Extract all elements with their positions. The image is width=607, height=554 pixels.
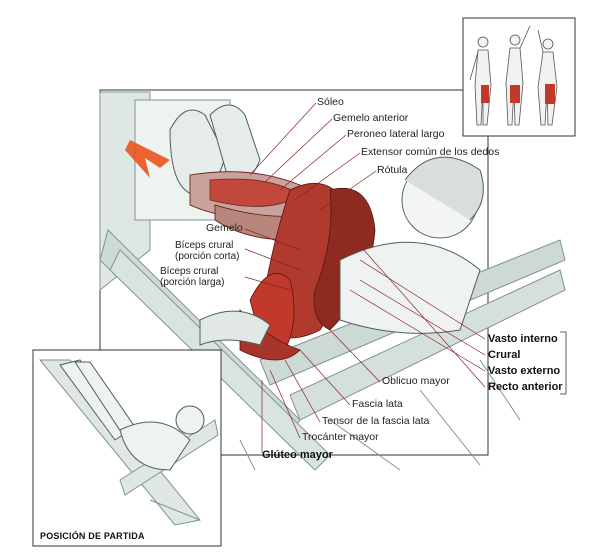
label-peroneo: Peroneo lateral largo (347, 128, 445, 140)
start-position-inset (32, 349, 222, 547)
label-gluteo: Glúteo mayor (262, 449, 333, 461)
label-gemelo: Gemelo (206, 222, 243, 234)
label-tensor: Tensor de la fascia lata (322, 415, 430, 427)
label-gemelo-anterior: Gemelo anterior (333, 112, 409, 124)
label-biceps-corta-1: Bíceps crural (175, 240, 234, 251)
label-rotula: Rótula (377, 164, 408, 176)
caption-start-position: POSICIÓN DE PARTIDA (40, 531, 145, 541)
label-trocanter: Trocánter mayor (302, 431, 379, 443)
label-biceps-larga-1: Bíceps crural (160, 266, 219, 277)
label-soleo: Sóleo (317, 96, 344, 108)
leader-lines (244, 102, 486, 453)
label-biceps-corta-2: (porción corta) (175, 251, 240, 262)
label-extensor: Extensor común de los dedos (361, 146, 500, 158)
quadriceps-bracket (560, 331, 567, 395)
label-biceps-larga-2: (porción larga) (160, 277, 225, 288)
label-fascia-lata: Fascia lata (352, 398, 403, 410)
label-vasto-externo: Vasto externo (488, 365, 561, 377)
label-recto-anterior: Recto anterior (488, 381, 563, 393)
lower-legs (189, 171, 305, 241)
motion-arrow (125, 140, 170, 178)
mini-figures-inset (462, 17, 576, 137)
label-vasto-interno: Vasto interno (488, 333, 558, 345)
label-oblicuo-mayor: Oblicuo mayor (382, 375, 450, 387)
label-crural: Crural (488, 349, 521, 361)
torso (199, 156, 484, 346)
